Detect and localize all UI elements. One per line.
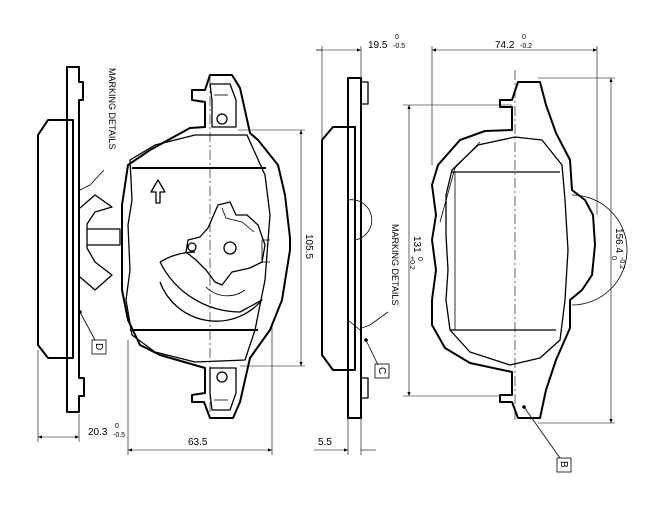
- callout-c-label: C: [376, 367, 387, 374]
- rear-view: B 74.2 0 -0.2 131 +0.2 0 156.4 0 -0.2: [403, 34, 628, 473]
- dim-overall-width-value: 74.2: [495, 40, 515, 51]
- svg-text:0: 0: [610, 256, 617, 260]
- callout-c-box: [374, 363, 390, 379]
- svg-text:0: 0: [522, 34, 526, 41]
- front-damper-arc: [159, 251, 196, 263]
- callout-b-box: [556, 457, 572, 473]
- left-marking-leader: [89, 169, 105, 186]
- rear-friction-outline: [445, 136, 569, 366]
- dim-backplate-step: 5.5: [318, 437, 332, 448]
- left-side-friction-block: [37, 119, 74, 359]
- dim-pad-width: 63.5: [188, 437, 208, 448]
- middle-friction-block: [321, 126, 356, 371]
- left-side-backing-plate: [66, 66, 85, 413]
- svg-text:-0.5: -0.5: [113, 432, 125, 439]
- dim-side-left-value: 20.3: [88, 427, 108, 438]
- callout-b-label: B: [558, 461, 569, 468]
- svg-text:0: 0: [115, 423, 119, 430]
- svg-text:-0.2: -0.2: [618, 257, 625, 269]
- dim-plate-thickness-value: 19.5: [368, 40, 388, 51]
- front-spring-assembly: [185, 201, 266, 286]
- callout-d-label: D: [93, 343, 104, 350]
- marking-details-right: MARKING DETAILS: [390, 224, 400, 305]
- svg-text:0: 0: [416, 257, 423, 261]
- svg-text:0: 0: [395, 34, 399, 41]
- front-backing-plate: [121, 74, 291, 419]
- marking-details-left: MARKING DETAILS: [107, 68, 117, 149]
- rear-backing-plate: [431, 81, 596, 419]
- svg-text:-0.2: -0.2: [520, 43, 532, 50]
- dim-friction-height-value: 131: [411, 236, 422, 253]
- front-view: 105.5 63.5: [121, 74, 314, 455]
- dim-overall-length-value: 156.4: [613, 228, 624, 253]
- left-side-spring-clip: [79, 194, 113, 291]
- callout-d-box: [91, 339, 107, 355]
- svg-text:-0.5: -0.5: [393, 43, 405, 50]
- left-side-view: MARKING DETAILS D 20.3 0 -0.5: [37, 66, 125, 442]
- middle-side-view: MARKING DETAILS C 19.5 0 -0.5 5.5: [314, 34, 405, 455]
- rotation-direction-arrow: [150, 179, 166, 204]
- front-friction-outline: [125, 134, 271, 363]
- dim-pad-height: 105.5: [303, 234, 314, 259]
- svg-text:+0.2: +0.2: [408, 256, 415, 270]
